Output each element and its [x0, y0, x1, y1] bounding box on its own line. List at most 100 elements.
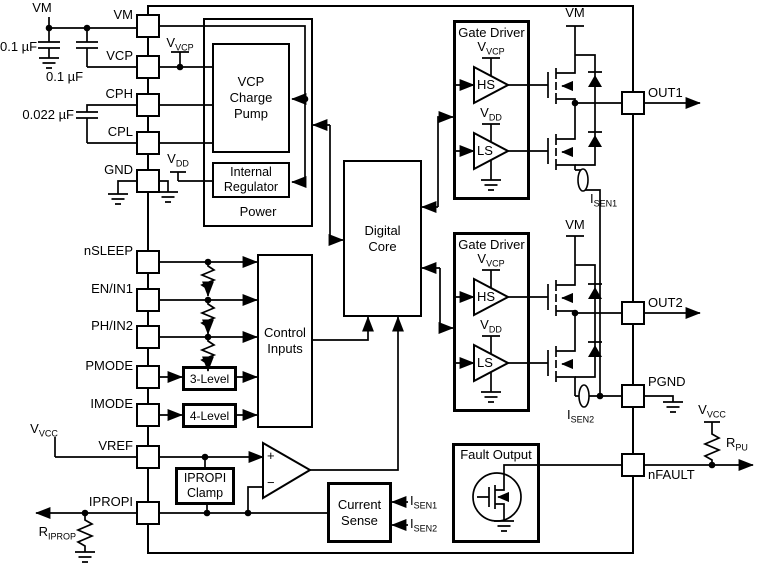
cap-cp-value: 0.022 µF: [22, 107, 74, 122]
pin-vm: [136, 14, 160, 38]
half-bridge-1: [547, 25, 621, 396]
riprop-label: RIPROP: [38, 524, 76, 542]
vvcp-label: VVCP: [477, 251, 505, 269]
four-level-block: 4-Level: [182, 403, 237, 428]
pin-label-vref: VREF: [98, 438, 133, 453]
gate-driver-1-label: Gate Driver: [458, 25, 525, 40]
gate-driver-1-internals: [453, 57, 548, 180]
three-level-block: 3-Level: [182, 366, 237, 391]
pin-nfault: [621, 453, 645, 477]
isen2-label: ISEN2: [410, 516, 438, 534]
pin-vref: [136, 445, 160, 469]
ls-mosfet-icon: [547, 103, 583, 171]
pin-label-vm: VM: [113, 7, 134, 22]
hs-mosfet-icon: [547, 40, 576, 104]
body-diode-icon: [575, 313, 602, 378]
pin-label-nfault: nFAULT: [648, 467, 695, 482]
hs-driver-label: HS: [477, 289, 496, 304]
ground-icon: [39, 57, 683, 563]
hs-driver-label: HS: [477, 77, 496, 92]
vvcp-label: VVCP: [477, 39, 505, 57]
rpu-resistor-icon: [702, 421, 722, 465]
comparator-plus-label: +: [267, 448, 275, 463]
pin-label-pmode: PMODE: [85, 358, 133, 373]
vm-rail-label: VM: [565, 217, 585, 232]
hs-mosfet-icon: [547, 250, 576, 316]
pin-label-gnd: GND: [104, 162, 133, 177]
cap-vcp-value: 0.1 µF: [46, 69, 84, 84]
gate-driver-1-block: [453, 20, 530, 200]
vm-tap-icon: [566, 25, 584, 40]
isen1-label: ISEN1: [410, 493, 438, 511]
vvcp-label: VVCP: [166, 35, 194, 53]
capacitor-icon: [76, 104, 136, 144]
digital-core-block: Digital Core: [343, 160, 422, 317]
pin-label-cpl: CPL: [107, 124, 133, 139]
capacitor-icon: [38, 28, 60, 58]
pin-cph: [136, 93, 160, 117]
comparator-minus-label: −: [267, 475, 275, 490]
ls-driver-label: LS: [477, 143, 493, 158]
vm-supply-label: VM: [32, 0, 52, 15]
iproni-clamp-block: IPROPI Clamp: [175, 467, 235, 505]
vvcc-label: VVCC: [698, 402, 726, 420]
gate-driver-2-label: Gate Driver: [458, 237, 525, 252]
cap-vm-value: 0.1 µF: [0, 39, 38, 54]
chip-outline: [147, 5, 634, 554]
pin-label-nsleep: nSLEEP: [83, 243, 133, 258]
body-diode-icon: [575, 264, 602, 313]
fault-output-label: Fault Output: [460, 447, 532, 462]
rpu-label: RPU: [726, 435, 748, 453]
pin-cpl: [136, 131, 160, 155]
isen1-label: ISEN1: [590, 191, 618, 209]
pin-en-in1: [136, 288, 160, 312]
vm-rail-label: VM: [565, 5, 585, 20]
pulldown-resistor-icon: [199, 337, 217, 372]
pin-out1: [621, 91, 645, 115]
ls-driver-label: LS: [477, 355, 493, 370]
vm-tap-icon: [566, 235, 584, 250]
isen2-sense-icon: [578, 384, 590, 408]
pulldown-resistor-icon: [199, 262, 217, 297]
vdd-label: VDD: [167, 151, 189, 169]
pin-label-out1: OUT1: [648, 85, 683, 100]
external-right-wiring: [645, 97, 754, 471]
pin-vcp: [136, 55, 160, 79]
sense-wiring: [35, 316, 408, 552]
isen1-sense-icon: [577, 168, 589, 192]
vdd-label: VDD: [480, 317, 502, 335]
isen2-label: ISEN2: [567, 407, 595, 425]
fault-output-block: [452, 443, 540, 543]
pin-out2: [621, 301, 645, 325]
half-bridge-2: [547, 235, 621, 408]
body-diode-icon: [575, 103, 602, 166]
pin-gnd: [136, 169, 160, 193]
pin-pmode: [136, 365, 160, 389]
pin-label-ph-in2: PH/IN2: [91, 318, 133, 333]
current-sense-block: Current Sense: [327, 482, 392, 543]
junction-dots: [45, 24, 716, 517]
pulldown-resistor-icon: [199, 300, 217, 335]
pin-label-en-in1: EN/IN1: [91, 281, 133, 296]
digital-core-wiring: [312, 111, 454, 334]
pin-label-cph: CPH: [105, 86, 133, 101]
pin-label-iproni: IPROPI: [88, 494, 133, 509]
pin-nsleep: [136, 250, 160, 274]
ls-mosfet-icon: [547, 313, 576, 396]
pin-label-vcp: VCP: [106, 48, 133, 63]
vvcc-label: VVCC: [30, 421, 58, 439]
vdd-tap-icon: [170, 171, 212, 182]
charge-pump-block: VCP Charge Pump: [212, 43, 290, 153]
gate-driver-2-block: [453, 232, 530, 412]
pin-imode: [136, 403, 160, 427]
body-diode-icon: [575, 54, 602, 103]
pin-pgnd: [621, 384, 645, 408]
pin-iproni: [136, 501, 160, 525]
power-block-label: Power: [239, 204, 277, 219]
comparator-icon: [262, 441, 312, 500]
control-inputs-block: Control Inputs: [257, 254, 313, 428]
vdd-label: VDD: [480, 105, 502, 123]
pin-label-pgnd: PGND: [648, 374, 686, 389]
power-block: [203, 18, 313, 227]
